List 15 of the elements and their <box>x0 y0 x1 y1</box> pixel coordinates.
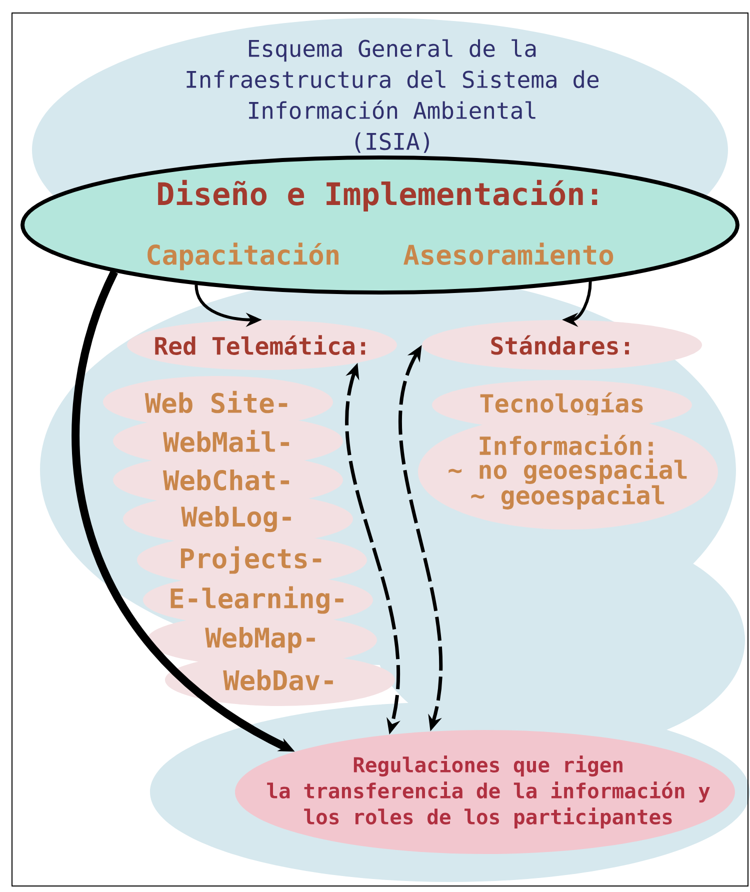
list-item: WebMail- <box>162 430 290 452</box>
heading-blob: Stándares: <box>422 320 702 370</box>
heading-blob: Red Telemática: <box>127 320 397 370</box>
title: Esquema General de la Infraestructura del Sistema de Información Ambiental (ISIA) <box>186 39 599 153</box>
node-label: Información: <box>480 434 653 456</box>
list-item: WebMap- <box>205 626 315 654</box>
ellipse-node: Diseño e Implementación: Capacitación Asesoramiento <box>20 156 740 294</box>
list-item: WebChat- <box>162 470 290 490</box>
list-item: E-learning- <box>170 586 344 614</box>
node-label: ~ no geoespacial <box>448 458 687 484</box>
list-item: WebLog- <box>181 506 291 532</box>
list-item: Projects- <box>180 546 322 574</box>
ellipse-node: Regulaciones que rigen la transferencia de la información y los roles de los participantes <box>235 730 735 854</box>
node-label: ~ geoespacial <box>471 484 664 510</box>
list-item: WebDav- <box>223 670 333 690</box>
